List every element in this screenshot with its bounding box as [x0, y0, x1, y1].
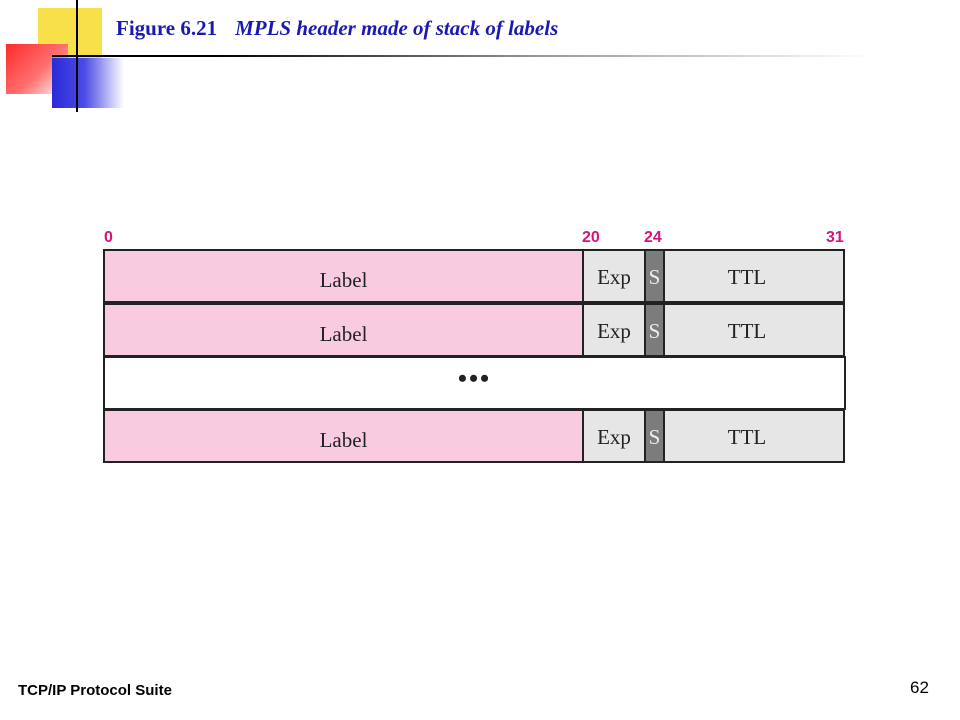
s-field: S [644, 409, 665, 463]
bit-position-0: 0 [104, 229, 113, 246]
label-field: Label [103, 409, 584, 463]
s-field: S [644, 249, 665, 303]
ttl-field: TTL [663, 249, 845, 303]
ttl-field: TTL [663, 409, 845, 463]
exp-field: Exp [582, 409, 646, 463]
ellipsis-row: ••• [103, 356, 846, 410]
s-field-text: S [648, 319, 661, 343]
decor-blue-square [52, 58, 124, 108]
exp-field: Exp [582, 303, 646, 357]
figure-caption: MPLS header made of stack of labels [235, 16, 559, 40]
footer-book-title: TCP/IP Protocol Suite [18, 682, 172, 699]
page-number: 62 [910, 678, 929, 697]
exp-field: Exp [582, 249, 646, 303]
label-field-text: Label [319, 268, 368, 292]
decor-vertical-line [76, 0, 78, 112]
ttl-field-text: TTL [727, 265, 767, 289]
exp-field-text: Exp [597, 265, 631, 289]
mpls-label-entry-1: Label Exp S TTL [103, 249, 845, 303]
slide-title: Figure 6.21 MPLS header made of stack of … [116, 16, 558, 41]
label-field: Label [103, 249, 584, 303]
s-field-text: S [648, 265, 661, 289]
s-field: S [644, 303, 665, 357]
ttl-field-text: TTL [727, 425, 767, 449]
decor-horizontal-line [52, 55, 872, 57]
mpls-label-entry-2: Label Exp S TTL [103, 303, 845, 357]
exp-field-text: Exp [597, 425, 631, 449]
mpls-label-entry-3: Label Exp S TTL [103, 409, 845, 463]
label-field: Label [103, 303, 584, 357]
label-field-text: Label [319, 322, 368, 346]
s-field-text: S [648, 425, 661, 449]
bit-position-20: 20 [582, 229, 600, 246]
exp-field-text: Exp [597, 319, 631, 343]
bit-position-31: 31 [826, 229, 844, 246]
ttl-field: TTL [663, 303, 845, 357]
figure-number: Figure 6.21 [116, 16, 218, 40]
bit-position-24: 24 [644, 229, 662, 246]
ellipsis: ••• [457, 364, 492, 393]
label-field-text: Label [319, 428, 368, 452]
ttl-field-text: TTL [727, 319, 767, 343]
